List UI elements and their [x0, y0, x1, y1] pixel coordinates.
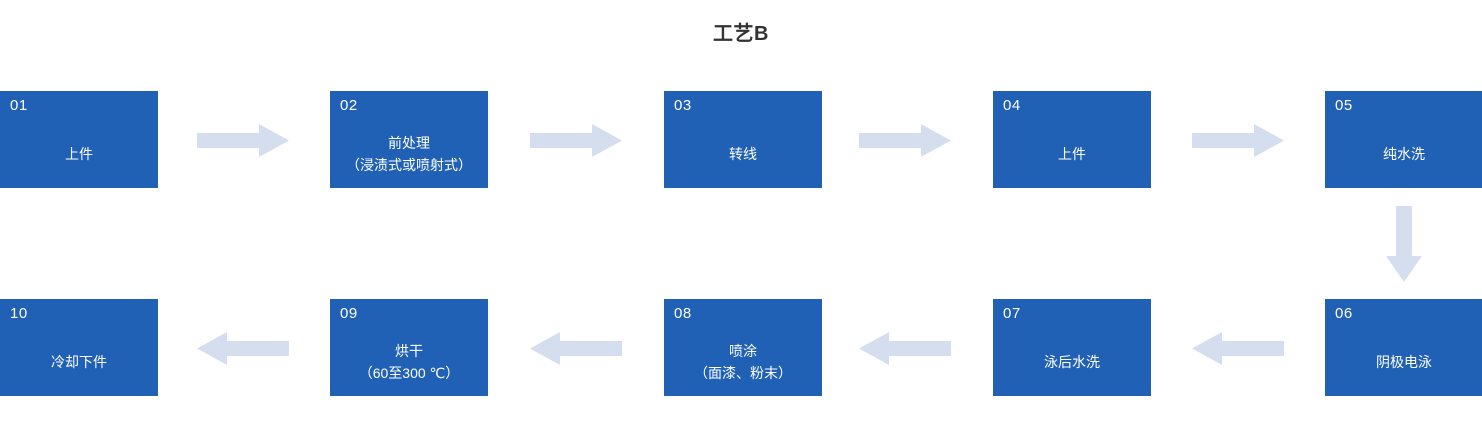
step-label-line: 烘干: [395, 342, 423, 359]
arrow-left-icon: [530, 332, 622, 365]
step-label: 上件: [0, 119, 158, 188]
page-title: 工艺B: [713, 23, 769, 45]
step-number: 10: [10, 305, 28, 322]
step-number: 03: [674, 97, 692, 114]
process-step-07[interactable]: 07 泳后水洗: [993, 299, 1151, 396]
step-label-line: （60至300 ℃）: [358, 364, 460, 381]
step-label-line: 冷却下件: [51, 353, 107, 370]
step-label-line: 前处理: [388, 134, 430, 151]
arrow-right-icon: [859, 124, 951, 157]
process-step-02[interactable]: 02 前处理 （浸渍式或喷射式）: [330, 91, 488, 188]
step-number: 06: [1335, 305, 1353, 322]
step-number: 05: [1335, 97, 1353, 114]
process-step-04[interactable]: 04 上件: [993, 91, 1151, 188]
step-label: 喷涂 （面漆、粉末）: [664, 327, 822, 396]
step-number: 02: [340, 97, 358, 114]
step-label: 泳后水洗: [993, 327, 1151, 396]
step-label-line: 纯水洗: [1383, 145, 1425, 162]
arrow-right-icon: [530, 124, 622, 157]
process-step-03[interactable]: 03 转线: [664, 91, 822, 188]
step-number: 07: [1003, 305, 1021, 322]
process-step-10[interactable]: 10 冷却下件: [0, 299, 158, 396]
step-label: 冷却下件: [0, 327, 158, 396]
arrow-right-icon: [1192, 124, 1284, 157]
step-label: 阴极电泳: [1325, 327, 1482, 396]
step-label: 烘干 （60至300 ℃）: [330, 327, 488, 396]
process-step-06[interactable]: 06 阴极电泳: [1325, 299, 1482, 396]
process-step-05[interactable]: 05 纯水洗: [1325, 91, 1482, 188]
arrow-left-icon: [197, 332, 289, 365]
step-label-line: （浸渍式或喷射式）: [346, 156, 472, 173]
step-label-line: 上件: [1058, 145, 1086, 162]
step-label: 纯水洗: [1325, 119, 1482, 188]
step-label: 上件: [993, 119, 1151, 188]
step-label-line: 上件: [65, 145, 93, 162]
step-label: 转线: [664, 119, 822, 188]
process-row-bottom: 10 冷却下件 09 烘干 （60至300 ℃） 08 喷涂 （面漆、粉末）: [0, 299, 1482, 397]
arrow-left-icon: [859, 332, 951, 365]
step-label-line: 喷涂: [729, 342, 757, 359]
step-label-line: 泳后水洗: [1044, 353, 1100, 370]
step-number: 01: [10, 97, 28, 114]
step-label-line: 阴极电泳: [1376, 353, 1432, 370]
arrow-left-icon: [1192, 332, 1284, 365]
arrow-right-icon: [197, 124, 289, 157]
step-label: 前处理 （浸渍式或喷射式）: [330, 119, 488, 188]
arrow-down-icon: [1386, 206, 1422, 282]
step-label-line: 转线: [729, 145, 757, 162]
process-row-top: 01 上件 02 前处理 （浸渍式或喷射式） 03 转线 04: [0, 91, 1482, 189]
step-number: 08: [674, 305, 692, 322]
step-number: 09: [340, 305, 358, 322]
step-label-line: （面漆、粉末）: [694, 364, 792, 381]
process-step-09[interactable]: 09 烘干 （60至300 ℃）: [330, 299, 488, 396]
process-step-08[interactable]: 08 喷涂 （面漆、粉末）: [664, 299, 822, 396]
process-step-01[interactable]: 01 上件: [0, 91, 158, 188]
step-number: 04: [1003, 97, 1021, 114]
